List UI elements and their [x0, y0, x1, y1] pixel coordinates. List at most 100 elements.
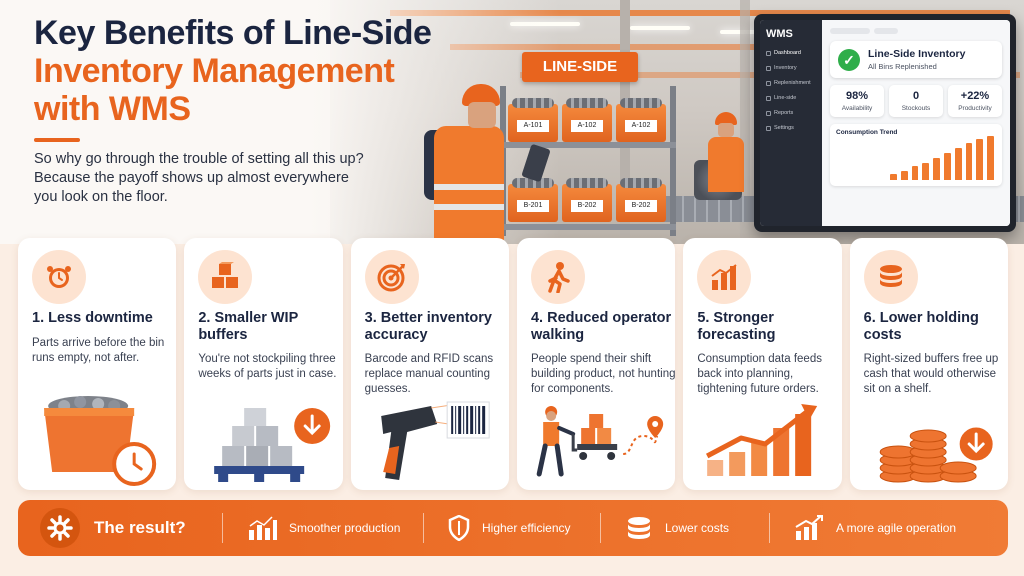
settings-icon: [766, 125, 771, 131]
ceiling-light: [630, 26, 690, 30]
alarm-clock-icon: [32, 250, 86, 304]
intro-text: So why go through the trouble of setting…: [34, 151, 364, 205]
benefit-body: People spend their shift building produc…: [530, 353, 676, 395]
trend-bars: [890, 134, 994, 180]
trend-bar: [900, 170, 908, 180]
walking-person-icon: [530, 250, 585, 304]
wms-nav-replenishment[interactable]: Replenishment: [766, 80, 816, 86]
parts-bin: A-102: [616, 98, 666, 142]
benefit-title: 5. Stronger forecasting: [697, 310, 776, 343]
benefit-card-downtime: 1. Less downtime Parts arrive before the…: [18, 238, 177, 490]
dashboard-icon: [766, 50, 771, 56]
coin-stacks-illustration: [879, 424, 996, 483]
wms-topbar: [830, 28, 1002, 36]
kpi-productivity: +22%Productivity: [948, 85, 1002, 117]
wms-nav-dashboard[interactable]: Dashboard: [766, 50, 816, 56]
benefit-title: 4. Reduced operator walking: [530, 310, 672, 343]
pallet-boxes-illustration: [214, 408, 331, 482]
trend-bar: [954, 147, 962, 180]
bar-chart-icon: [697, 250, 752, 304]
wms-screen: WMS Dashboard Inventory Replenishment Li…: [760, 20, 1010, 226]
result-title: The result?: [94, 518, 186, 537]
benefit-cards: 1. Less downtime Parts arrive before the…: [18, 238, 1008, 490]
status-card: ✓ Line-Side Inventory All Bins Replenish…: [830, 41, 1002, 78]
wms-main: ✓ Line-Side Inventory All Bins Replenish…: [822, 20, 1010, 226]
divider: [423, 513, 424, 543]
wms-sidebar: WMS Dashboard Inventory Replenishment Li…: [760, 20, 822, 226]
wms-monitor: WMS Dashboard Inventory Replenishment Li…: [754, 14, 1016, 232]
title-underline: [34, 138, 80, 142]
trend-bar: [890, 174, 897, 180]
parts-bin: B-201: [508, 178, 558, 222]
result-item-smoother-production: Smoother production: [223, 516, 423, 540]
replenishment-icon: [766, 80, 771, 86]
coins-icon: [628, 517, 650, 539]
barcode-scanner-illustration: [380, 401, 490, 480]
divider: [222, 513, 223, 543]
consumption-trend-card: Consumption Trend: [830, 124, 1002, 186]
chart-up-icon: [249, 516, 277, 540]
benefit-card-forecasting: 5. Stronger forecasting Consumption data…: [683, 238, 842, 490]
benefit-body: You're not stockpiling three weeks of pa…: [198, 353, 337, 380]
benefit-title: 1. Less downtime: [32, 310, 153, 326]
trend-bar: [965, 143, 973, 180]
background-worker: [704, 112, 748, 192]
factory-column: [740, 0, 750, 244]
parts-bin: A-101: [508, 98, 558, 142]
inventory-icon: [766, 65, 771, 71]
reports-icon: [766, 110, 771, 116]
kpi-availability: 98%Availability: [830, 85, 884, 117]
wms-nav-reports[interactable]: Reports: [766, 110, 816, 116]
growth-icon: [795, 515, 823, 540]
title-block: Key Benefits of Line-Side Inventory Mana…: [34, 14, 432, 142]
line-side-shelf: A-101 A-102 A-102 B-201 B-202 B-202: [500, 86, 676, 236]
benefit-card-operator-walking: 4. Reduced operator walking People spend…: [516, 238, 676, 490]
benefit-card-accuracy: 3. Better inventory accuracy Barcode and…: [350, 238, 509, 490]
benefit-body: Consumption data feeds back into plannin…: [697, 353, 822, 395]
trend-bar: [987, 135, 994, 180]
page-title-line3: with WMS: [34, 90, 191, 128]
result-item-higher-efficiency: Higher efficiency: [424, 515, 600, 541]
trend-bar: [933, 157, 940, 180]
benefit-title: 3. Better inventory accuracy: [364, 310, 492, 343]
trend-bar: [922, 162, 930, 180]
status-title: Line-Side Inventory: [868, 48, 966, 60]
gear-icon: [40, 508, 80, 548]
page-title-line2: Inventory Management: [34, 52, 395, 90]
benefit-body: Right-sized buffers free up cash that wo…: [863, 353, 999, 395]
wms-nav-inventory[interactable]: Inventory: [766, 65, 816, 71]
parts-bin-illustration: [44, 396, 157, 486]
shield-icon: [448, 515, 470, 541]
page-title-line1: Key Benefits of Line-Side: [34, 14, 432, 52]
result-bar: The result? Smoother production Higher e…: [18, 500, 1008, 556]
benefit-body: Barcode and RFID scans replace manual co…: [364, 353, 494, 395]
ceiling-beam: [450, 44, 1010, 50]
parts-bin: A-102: [562, 98, 612, 142]
ceiling-beam: [390, 10, 1010, 16]
result-item-lower-costs: Lower costs: [601, 515, 769, 541]
worker-with-scanner: [424, 84, 514, 244]
wms-logo: WMS: [766, 28, 793, 40]
hero-section: LINE-SIDE A-101 A-102 A-102 B-201 B-202 …: [0, 0, 1024, 244]
boxes-icon: [198, 250, 253, 304]
status-subtitle: All Bins Replenished: [868, 62, 937, 71]
parts-bin: B-202: [562, 178, 612, 222]
check-icon: ✓: [838, 48, 860, 71]
divider: [600, 513, 601, 543]
benefit-body: Parts arrive before the bin runs empty, …: [32, 337, 165, 364]
result-item-agile-operation: A more agile operation: [770, 515, 970, 541]
wms-nav-settings[interactable]: Settings: [766, 125, 816, 131]
divider: [769, 513, 770, 543]
worker-cart-illustration: [536, 406, 664, 477]
line-side-icon: [766, 95, 771, 101]
parts-bin: B-202: [616, 178, 666, 222]
target-icon: [364, 250, 419, 304]
benefit-title: 6. Lower holding costs: [863, 310, 979, 343]
trend-bar: [911, 166, 919, 180]
wms-nav-line-side[interactable]: Line-side: [766, 95, 816, 101]
coins-icon: [863, 250, 918, 304]
benefit-card-wip-buffers: 2. Smaller WIP buffers You're not stockp…: [184, 238, 343, 490]
line-side-sign: LINE-SIDE: [522, 52, 638, 82]
